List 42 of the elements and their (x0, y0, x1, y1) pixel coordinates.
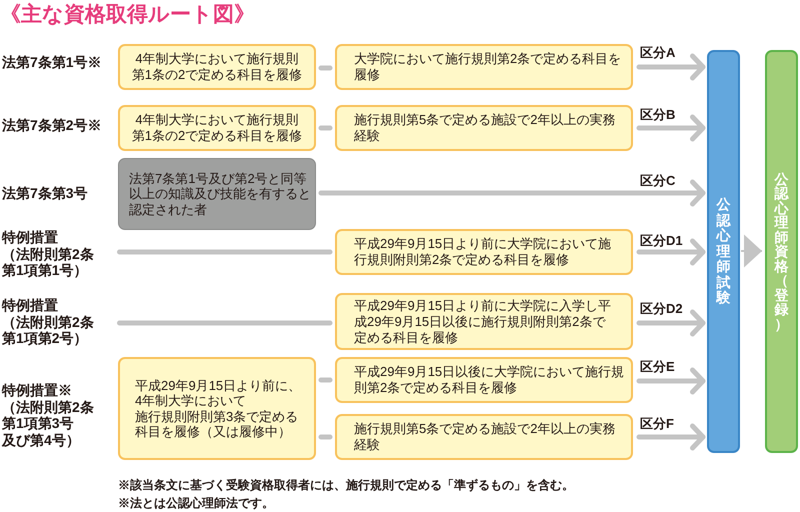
row-label: 法第7条第1号※ (2, 54, 102, 70)
connector-line (318, 126, 332, 130)
arrow (741, 234, 762, 268)
vertical-box: 公認心理師試験 (707, 50, 740, 453)
vertical-box: 公認心理師資格（登録） (765, 50, 798, 453)
diagram-title: 《主な資格取得ルート図》 (0, 3, 255, 27)
process-box: 施行規則第5条で定める施設で2年以上の実務経験 (335, 105, 633, 151)
process-box: 平成29年9月15日より前に大学院に入学し平成29年9月15日以後に施行規則附則第2条で定める科目を履修 (335, 293, 633, 350)
arrow (636, 114, 706, 142)
row-label: 法第7条第2号※ (2, 117, 102, 134)
row-label: 特例措置※（法附則第2条第1項第3号及び第4号） (2, 382, 95, 448)
edge-label: 区分D2 (640, 300, 683, 318)
arrow (636, 310, 706, 336)
connector-line (318, 434, 332, 440)
footnote: ※該当条文に基づく受験資格取得者には、施行規則で定める「準ずるもの」を含む。 (118, 477, 574, 493)
connector-line (318, 66, 332, 70)
edge-label: 区分D1 (640, 232, 683, 250)
edge-label: 区分E (640, 358, 675, 376)
process-box: 大学院において施行規則第2条で定める科目を履修 (335, 44, 633, 90)
row-label: 法第7条第3号 (2, 185, 88, 202)
process-box: 施行規則第5条で定める施設で2年以上の実務経験 (335, 414, 633, 460)
edge-label: 区分B (640, 106, 676, 124)
footnote: ※法とは公認心理師法です。 (118, 495, 274, 511)
process-box: 4年制大学において施行規則第1条の2で定める科目を履修 (118, 105, 316, 151)
connector-line (318, 378, 332, 382)
edge-label: 区分F (640, 415, 674, 433)
process-box: 平成29年9月15日以後に大学院において施行規則第2条で定める科目を履修 (335, 357, 633, 403)
process-box: 平成29年9月15日より前に、4年制大学において施行規則附則第3条で定める科目を履修（又は履修中） (118, 357, 316, 460)
process-box: 平成29年9月15日より前に大学院において施行規則附則第2条で定める科目を履修 (335, 229, 633, 275)
arrow (636, 368, 706, 394)
arrow (636, 54, 706, 80)
edge-label: 区分C (640, 172, 676, 190)
arrow (636, 238, 706, 266)
process-box: 4年制大学において施行規則第1条の2で定める科目を履修 (118, 44, 316, 90)
process-box: 法第7条第1号及び第2号と同等以上の知識及び技能を有すると認定された者 (118, 158, 316, 230)
connector-line (117, 320, 332, 326)
edge-label: 区分A (640, 44, 676, 62)
row-label: 特例措置（法附則第2条第1項第1号） (2, 229, 95, 278)
connector-line (117, 250, 332, 254)
arrow (636, 424, 706, 450)
arrow (318, 180, 706, 206)
row-label: 特例措置（法附則第2条第1項第2号） (2, 297, 95, 346)
